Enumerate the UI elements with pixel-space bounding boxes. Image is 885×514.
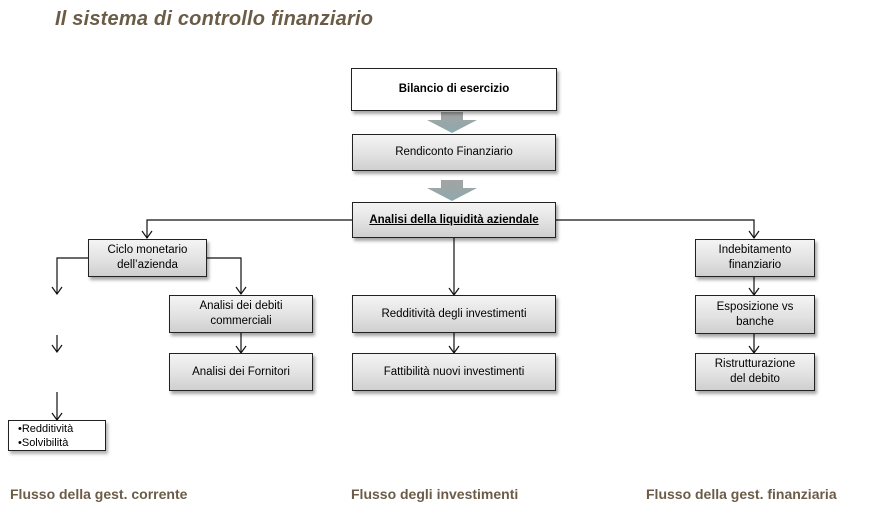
arrowhead-icon <box>51 286 63 296</box>
node-label: Analisi della liquidità aziendale <box>369 213 539 226</box>
node-label: Analisi dei Fornitori <box>192 365 290 378</box>
node-label-line: Ristrutturazione <box>714 358 796 370</box>
node-label-line: Ciclo monetario <box>107 244 188 256</box>
node-ristrutturazione: Ristrutturazione del debito <box>695 353 815 391</box>
node-redditivita-investimenti: Redditività degli investimenti <box>352 295 556 333</box>
block-arrow-down-icon <box>427 180 477 201</box>
footer-flusso-corrente: Flusso della gest. corrente <box>10 486 188 502</box>
arrowhead-icon <box>141 230 153 240</box>
node-label-line: Analisi dei debiti <box>199 300 283 312</box>
arrowhead-icon <box>748 230 760 240</box>
node-analisi-liquidita: Analisi della liquidità aziendale <box>352 202 556 238</box>
outcomes-box: •Redditività •Solvibilità <box>8 420 106 451</box>
node-fornitori: Analisi dei Fornitori <box>169 353 313 391</box>
outcome-item: •Solvibilità <box>18 437 69 449</box>
block-arrow-down-icon <box>427 112 477 133</box>
arrowhead-icon <box>235 286 247 296</box>
connector-ciclo-left <box>56 257 88 294</box>
page-title: Il sistema di controllo finanziario <box>55 8 374 30</box>
node-bilancio: Bilancio di esercizio <box>351 68 557 111</box>
node-label-line: Indebitamento <box>718 244 792 256</box>
node-label-line: commerciali <box>210 315 272 327</box>
node-label-line: banche <box>736 315 774 328</box>
node-label: Redditività degli investimenti <box>381 307 527 320</box>
node-esposizione: Esposizione vs banche <box>695 295 815 334</box>
node-rendiconto: Rendiconto Finanziario <box>352 134 556 171</box>
node-label-line: dell’azienda <box>117 259 178 271</box>
node-label: Rendiconto Finanziario <box>395 146 513 158</box>
node-label-line: Esposizione vs <box>716 300 794 313</box>
connector-central-left <box>146 219 352 238</box>
node-debiti-commerciali: Analisi dei debiti commerciali <box>169 295 313 333</box>
node-label: Bilancio di esercizio <box>398 83 510 95</box>
node-ciclo-monetario: Ciclo monetario dell’azienda <box>88 239 207 277</box>
node-label-line: del debito <box>730 373 780 385</box>
connector-central-right <box>555 219 755 238</box>
arrowhead-icon <box>51 344 63 354</box>
node-fattibilita: Fattibilità nuovi investimenti <box>352 353 556 391</box>
connector-ciclo-right <box>207 257 242 294</box>
node-label-line: finanziario <box>728 259 782 271</box>
node-label: Fattibilità nuovi investimenti <box>383 365 525 378</box>
outcome-item: •Redditività <box>18 423 74 435</box>
node-indebitamento: Indebitamento finanziario <box>695 239 815 277</box>
footer-flusso-finanziaria: Flusso della gest. finanziaria <box>646 486 837 502</box>
footer-flusso-investimenti: Flusso degli investimenti <box>351 486 519 502</box>
